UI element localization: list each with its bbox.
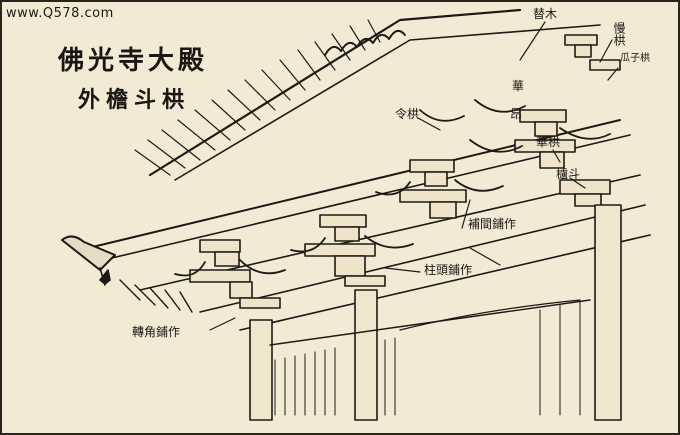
label-zhuan-jiao: 轉角鋪作	[132, 325, 181, 339]
label-lu-dou: 櫨斗	[556, 167, 581, 181]
label-man-gong: 慢栱	[612, 22, 626, 46]
label-hua: 華	[512, 79, 525, 93]
label-ti-mu: 替木	[533, 7, 558, 21]
label-bu-jian: 補間鋪作	[468, 217, 517, 231]
label-hua-gong: 華栱	[536, 135, 561, 149]
title-line-2: 外檐斗栱	[78, 87, 191, 113]
label-ling-gong: 令栱	[395, 107, 420, 121]
label-qie-zi: 瓜子栱	[620, 53, 650, 64]
title-line-1: 佛光寺大殿	[58, 46, 209, 76]
label-ang: 昂	[510, 107, 523, 121]
label-zhu-tou: 柱頭鋪作	[424, 263, 473, 277]
watermark-text: www.Q578.com	[6, 6, 114, 21]
